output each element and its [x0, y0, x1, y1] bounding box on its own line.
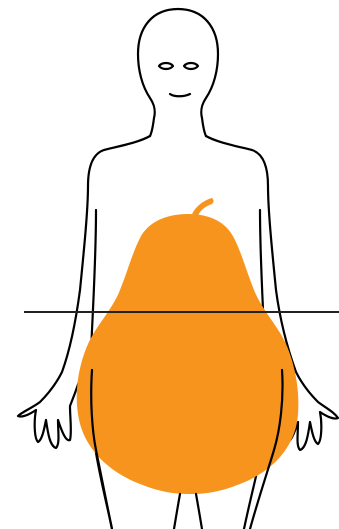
left-eye — [159, 63, 173, 69]
right-eye — [184, 63, 198, 69]
mouth — [170, 94, 190, 96]
head-outline — [138, 9, 218, 136]
pear-shape — [77, 198, 299, 529]
